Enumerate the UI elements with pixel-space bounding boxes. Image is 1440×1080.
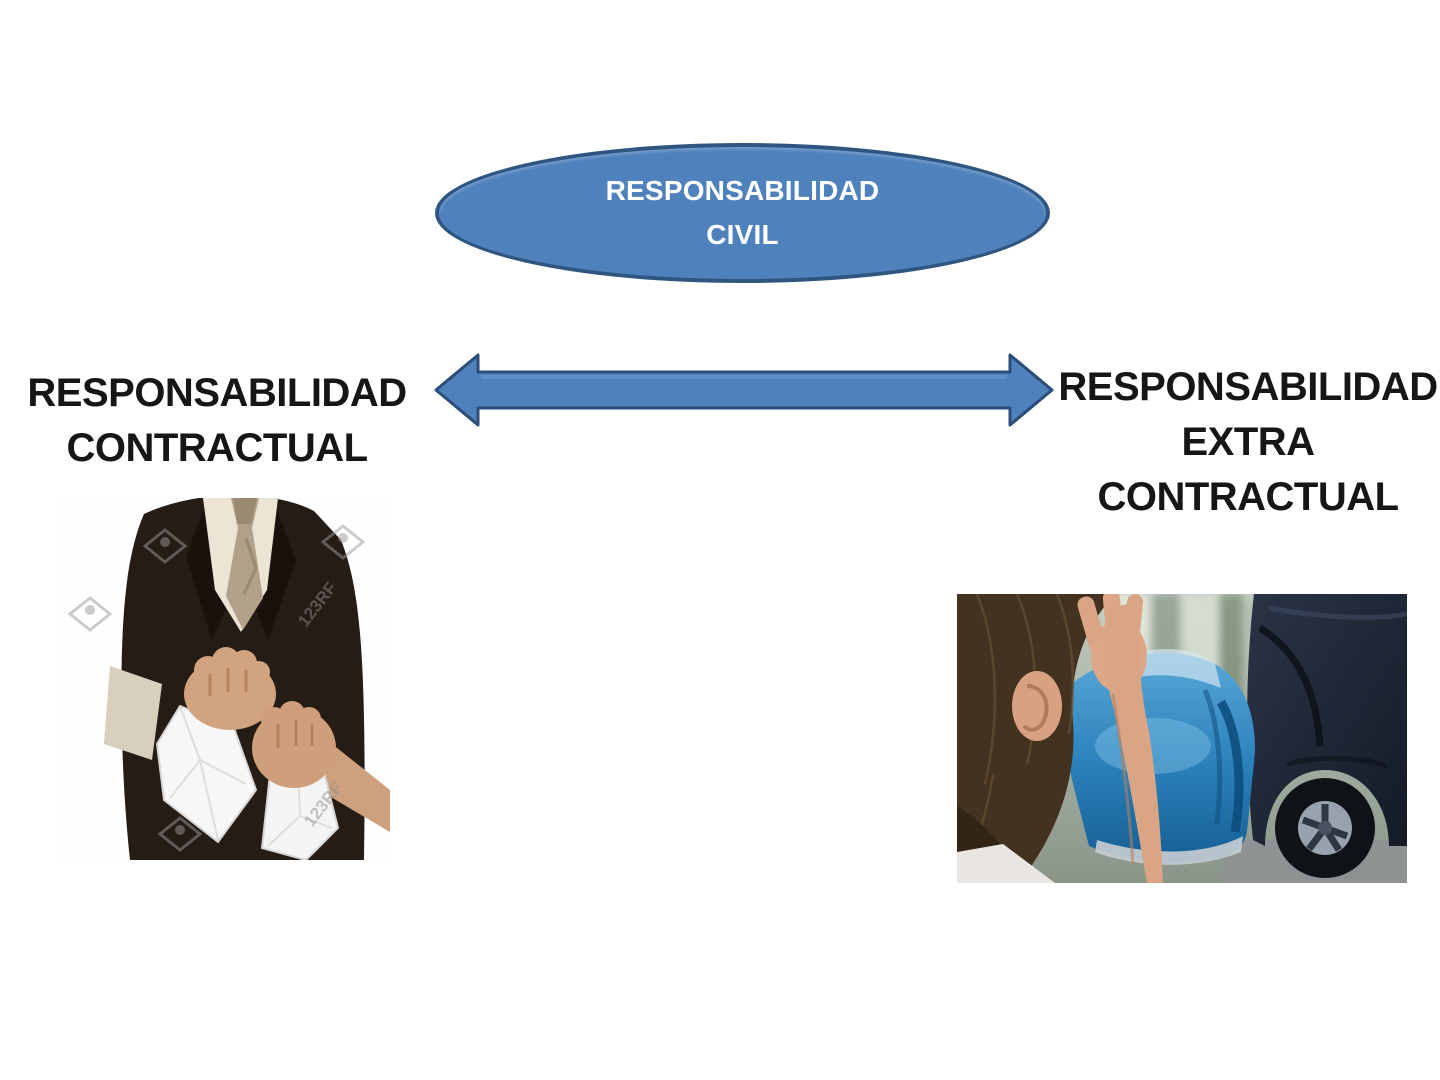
fist-right [252,701,336,788]
left-label-line-1: RESPONSABILIDAD [27,371,407,415]
car-accident-photo [957,594,1407,883]
right-label-line-3: CONTRACTUAL [1097,475,1399,519]
left-label-line-2: CONTRACTUAL [66,426,368,470]
right-category-label: RESPONSABILIDAD EXTRA CONTRACTUAL [1048,360,1440,525]
title-line-2: CIVIL [706,219,779,250]
right-label-line-1: RESPONSABILIDAD [1058,365,1438,409]
fist-left [184,647,276,730]
right-label-line-2: EXTRA [1181,420,1315,464]
contract-tearing-photo: 123RF 123RF [60,498,392,860]
title-line-1: RESPONSABILIDAD [605,175,880,206]
title-ellipse: RESPONSABILIDAD CIVIL [435,143,1050,283]
watermark-diamond-icon [67,524,366,852]
raised-hand [1077,594,1163,883]
car-wheel [1275,778,1375,878]
double-arrow-icon [434,353,1054,427]
left-category-label: RESPONSABILIDAD CONTRACTUAL [8,366,426,476]
